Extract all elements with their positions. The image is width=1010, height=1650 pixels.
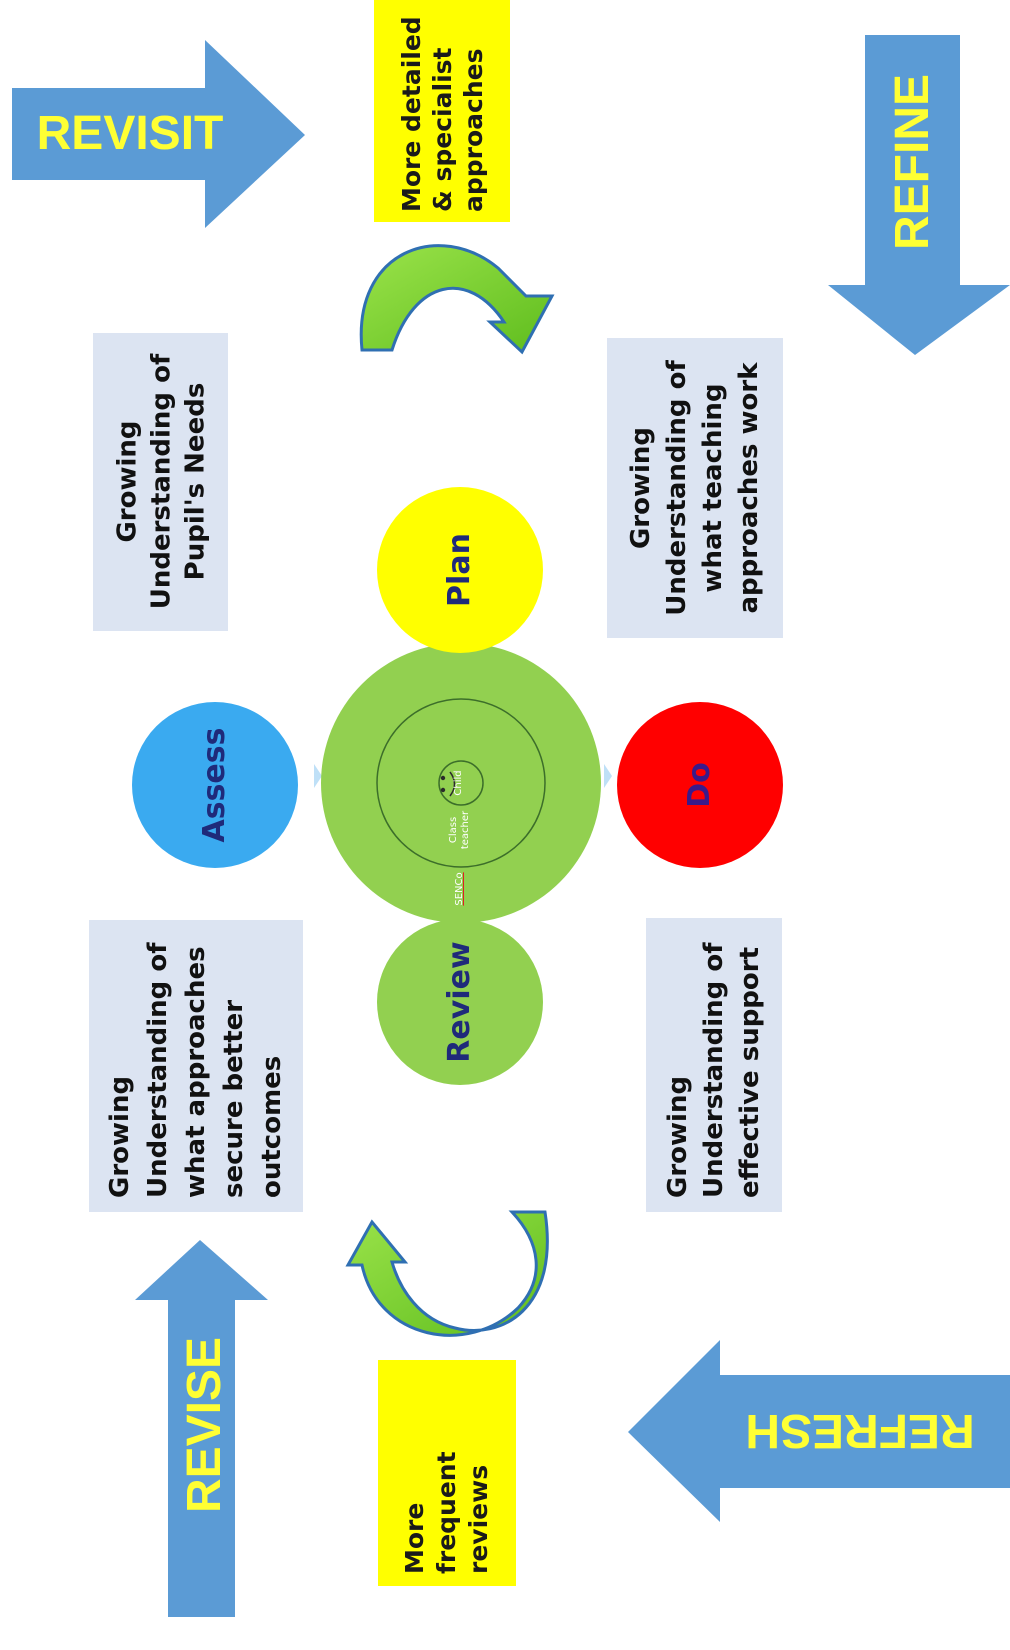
box-line: effective support	[735, 946, 765, 1198]
box-line: Understanding of	[143, 942, 173, 1198]
review-label: Review	[442, 941, 477, 1063]
box-better-outcomes: Growing Understanding of what approaches…	[89, 920, 303, 1212]
box-line: Understanding of	[662, 360, 692, 616]
refine-arrow	[828, 35, 1010, 355]
note-specialist-approaches: More detailed & specialist approaches	[374, 0, 510, 222]
note-line: More detailed	[396, 16, 426, 212]
box-line: secure better	[219, 999, 249, 1198]
box-line: Growing	[626, 426, 656, 550]
box-line: Growing	[105, 1075, 135, 1198]
plan-circle	[377, 487, 543, 653]
refresh-arrow	[628, 1340, 1010, 1522]
box-line: approaches work	[734, 362, 764, 614]
refresh-label: REFRESH	[745, 1404, 975, 1457]
smiley-eye-right	[440, 787, 446, 793]
box-line: Growing	[663, 1075, 693, 1198]
note-line: frequent	[432, 1451, 461, 1574]
smiley-mouth	[449, 771, 456, 797]
note-line: approaches	[458, 48, 488, 213]
do-circle	[617, 702, 783, 868]
child-ring	[438, 760, 484, 806]
box-line: what teaching	[698, 383, 728, 593]
revisit-arrow	[12, 40, 305, 228]
class-teacher-label: Class teacher	[446, 800, 474, 860]
do-label: Do	[682, 762, 717, 808]
box-line: Pupil's Needs	[180, 382, 210, 581]
box-line: what approaches	[181, 946, 211, 1198]
box-teaching-approaches: Growing Understanding of what teaching a…	[607, 338, 783, 638]
box-line: Understanding of	[146, 353, 176, 610]
green-curved-arrow-top	[359, 244, 555, 355]
box-effective-support: Growing Understanding of effective suppo…	[646, 918, 782, 1212]
class-teacher-text: Class teacher	[448, 810, 471, 850]
connector-assess-center	[314, 764, 322, 788]
refine-label: REFINE	[886, 74, 939, 251]
center-circle	[321, 643, 601, 923]
assess-circle	[132, 702, 298, 868]
note-line: More	[400, 1502, 429, 1574]
box-line: outcomes	[257, 1055, 287, 1198]
smiley-eye-left	[440, 775, 446, 781]
note-frequent-reviews: More frequent reviews	[378, 1360, 516, 1586]
revise-label: REVISE	[178, 1336, 231, 1514]
revisit-label: REVISIT	[36, 107, 224, 160]
note-line: reviews	[464, 1464, 493, 1574]
green-curved-arrow-bottom	[345, 1210, 549, 1337]
review-circle	[377, 919, 543, 1085]
assess-label: Assess	[197, 727, 232, 843]
revise-arrow	[135, 1240, 268, 1617]
senco-label: SENCo	[454, 872, 465, 906]
class-teacher-ring	[376, 698, 546, 868]
note-line: & specialist	[427, 47, 457, 212]
plan-label: Plan	[442, 533, 477, 607]
box-line: Growing	[112, 420, 142, 543]
box-line: Understanding of	[699, 942, 729, 1198]
connector-do-center	[604, 764, 612, 788]
box-pupils-needs: Growing Understanding of Pupil's Needs	[93, 333, 228, 631]
